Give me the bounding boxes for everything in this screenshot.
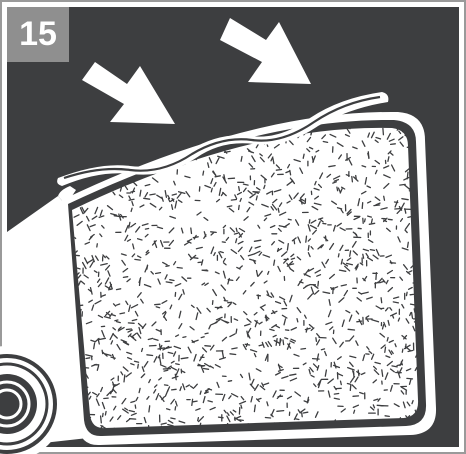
down-arrow-icon xyxy=(82,62,175,124)
rotary-knob xyxy=(0,346,65,454)
filter-material xyxy=(72,127,419,429)
down-arrow-icon xyxy=(220,18,311,84)
step-number-badge: 15 xyxy=(7,7,69,62)
filter-texture xyxy=(72,125,421,431)
filter-strip xyxy=(57,92,389,186)
